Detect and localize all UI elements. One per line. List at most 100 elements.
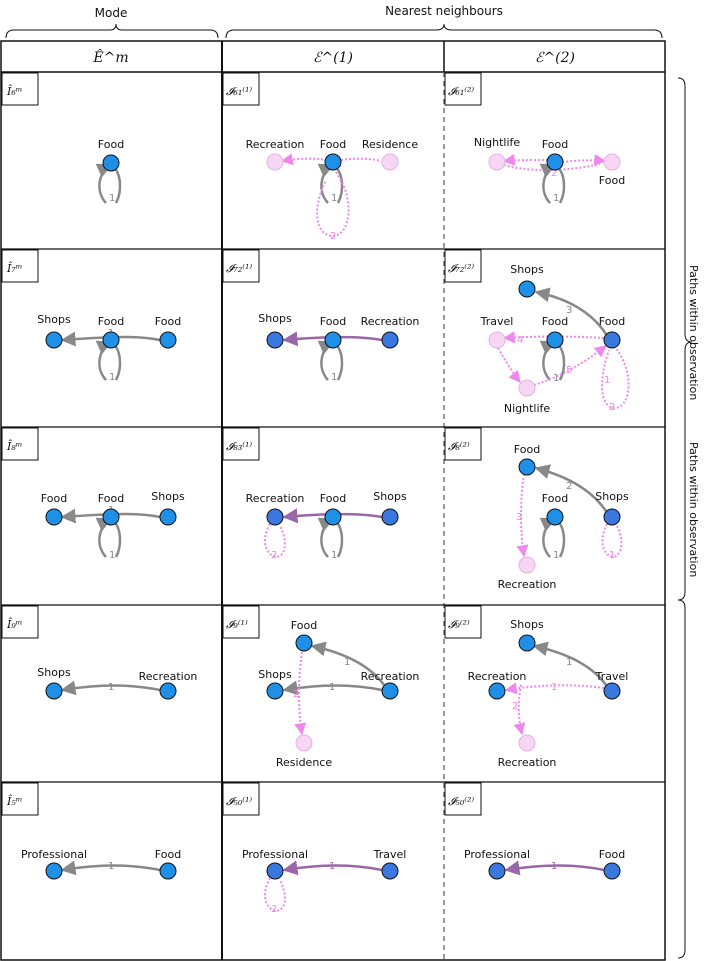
graph-node [266,331,284,349]
cell-id: Î₇ᵐ [6,261,23,275]
row-5: Î₅ᵐ 1 Professional Food 𝓘₅₀⁽¹⁾ 1 2 Profe… [1,782,625,915]
graph-edge [677,599,686,959]
cell-id-box [444,782,482,816]
side-brace [677,77,693,601]
graph-node [381,508,399,526]
graph-node [381,331,399,349]
graph-edge [532,641,608,686]
graph-node [45,331,63,349]
graph-edge [60,508,161,524]
graph-edge [499,163,601,171]
graph-node [546,508,564,526]
cell-id-box [1,72,39,106]
row-1: Î₆ᵐ 1 Food 𝓘₆₁⁽¹⁾ 2 1 Recreation Food Re… [1,72,625,242]
node-label: Professional [21,848,87,861]
node-label: Food [542,315,568,328]
graph-edge [601,345,630,410]
graph-node [518,280,536,298]
graph-edge [310,641,386,686]
node-label: Recreation [498,578,557,591]
graph-node [603,862,621,880]
node-label: Nightlife [474,136,521,149]
cell-id: 𝓘₅₀⁽¹⁾ [226,795,252,808]
path-count: 1 [109,550,115,561]
graph-node [603,153,621,171]
cell-id: 𝓘₈₃⁽¹⁾ [226,440,252,453]
path-count: 3 [566,305,572,316]
graph-edge [294,651,307,736]
cell-id-box [444,72,482,106]
path-count: 1 [331,193,337,204]
graph-node [488,153,506,171]
node-label: Food [542,138,568,151]
graph-edge [60,331,161,347]
node-label: Recreation [139,670,198,683]
graph-node [159,682,177,700]
node-label: Shops [595,490,629,503]
graph-node [295,734,313,752]
path-count: 1 [609,550,615,561]
graph-node [488,862,506,880]
node-label: Food [41,492,67,505]
cell-id-box [222,605,260,639]
node-label: Food [155,315,181,328]
graph-edge [282,860,383,876]
node-label: Food [599,174,625,187]
cell-id: Î₅ᵐ [6,794,23,808]
graph-edge [534,287,608,335]
graph-node [518,734,536,752]
table-frame [0,40,666,961]
graph-node [159,331,177,349]
node-label: Nightlife [504,402,551,415]
node-label: Recreation [361,670,420,683]
graph-node [102,508,120,526]
row-4: Î₉ᵐ 1 Shops Recreation 𝓘₉⁽¹⁾ 1 1 2 Food … [1,605,628,769]
mode-label: Mode [95,6,128,20]
node-label: Shops [510,618,544,631]
path-count: 2 [512,701,518,712]
node-label: Recreation [361,315,420,328]
node-label: Food [599,848,625,861]
graph-edge [529,345,607,387]
path-count: 2 [271,550,277,561]
graph-edge [504,682,605,695]
node-label: Food [542,492,568,505]
graph-node [381,682,399,700]
path-count: 1 [553,373,559,384]
graph-node [603,508,621,526]
graph-edge [282,508,383,524]
graph-edge [534,464,608,512]
mode-bracket [5,23,219,39]
graph-node [518,634,536,652]
graph-node [488,331,506,349]
node-label: Professional [242,848,308,861]
graph-edge [280,153,328,166]
path-count: 1 [553,193,559,204]
node-label: Travel [480,315,514,328]
cell-id: Î₈ᵐ [6,439,23,453]
graph-node [295,634,313,652]
node-label: Recreation [498,756,557,769]
node-label: Food [599,315,625,328]
graph-edge [504,860,605,876]
graph-edge [282,331,383,347]
graph-node [159,508,177,526]
row-2: Î₇ᵐ 1 1 Shops Food Food 𝓘₇₂⁽¹⁾ 1 Shops F… [1,249,630,415]
col-header-mode: Ê^m [92,48,128,66]
path-count: 1 [551,682,557,693]
graph-node [518,379,536,397]
cell-id-box [444,249,482,283]
node-label: Professional [464,848,530,861]
node-label: Residence [276,756,332,769]
graph-edge [282,680,383,696]
graph-node [102,154,120,172]
cell-id-box [222,72,260,106]
cell-id: 𝓘₆₁⁽²⁾ [448,85,474,98]
path-count: 1 [566,657,572,668]
graph-node [546,331,564,349]
graph-node [603,682,621,700]
node-label: Residence [362,138,418,151]
graph-node [324,508,342,526]
cell-id-box [444,605,482,639]
cell-id: 𝓘₅₀⁽²⁾ [448,795,474,808]
